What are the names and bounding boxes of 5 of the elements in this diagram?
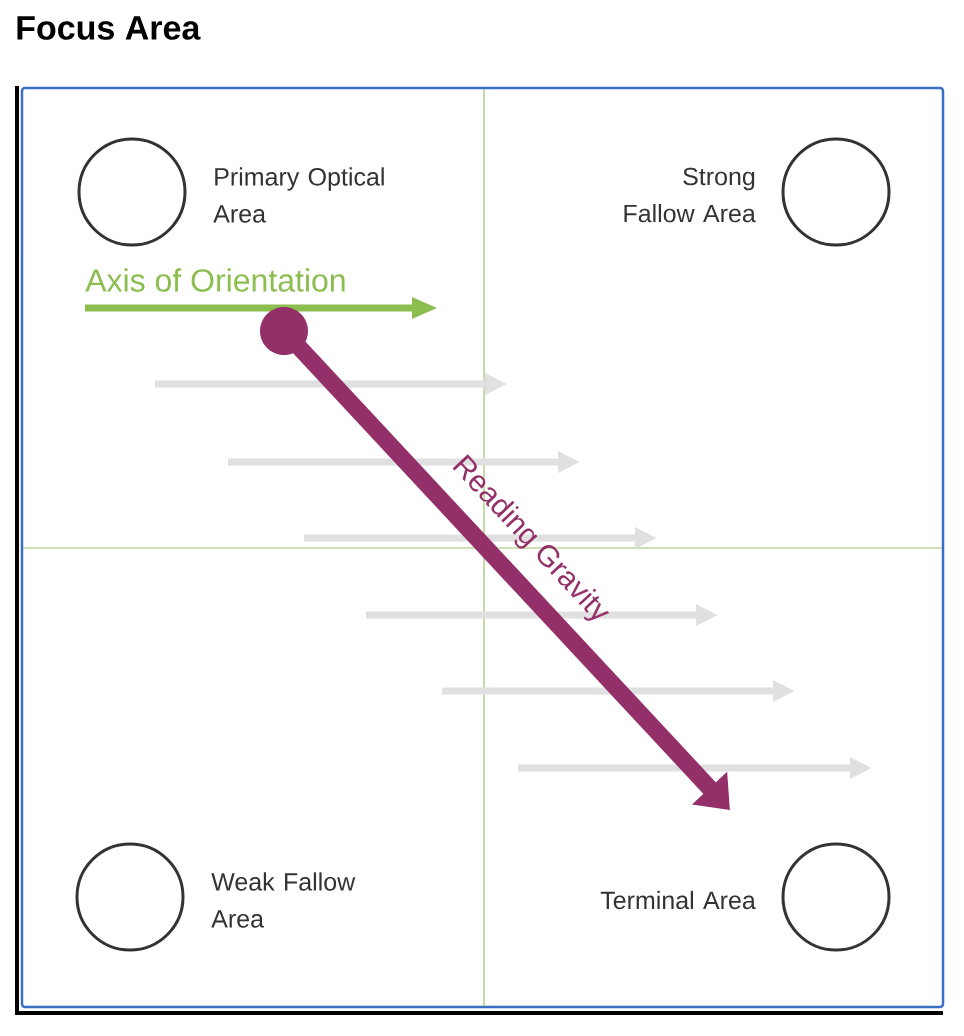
node-label: Primary Optical Area (213, 167, 384, 223)
node-label: Weak Fallow Area (211, 872, 356, 928)
node-label: Terminal Area (600, 890, 756, 910)
node-label: Strong Fallow Area (624, 167, 756, 223)
title: Focus Area (17, 16, 201, 40)
